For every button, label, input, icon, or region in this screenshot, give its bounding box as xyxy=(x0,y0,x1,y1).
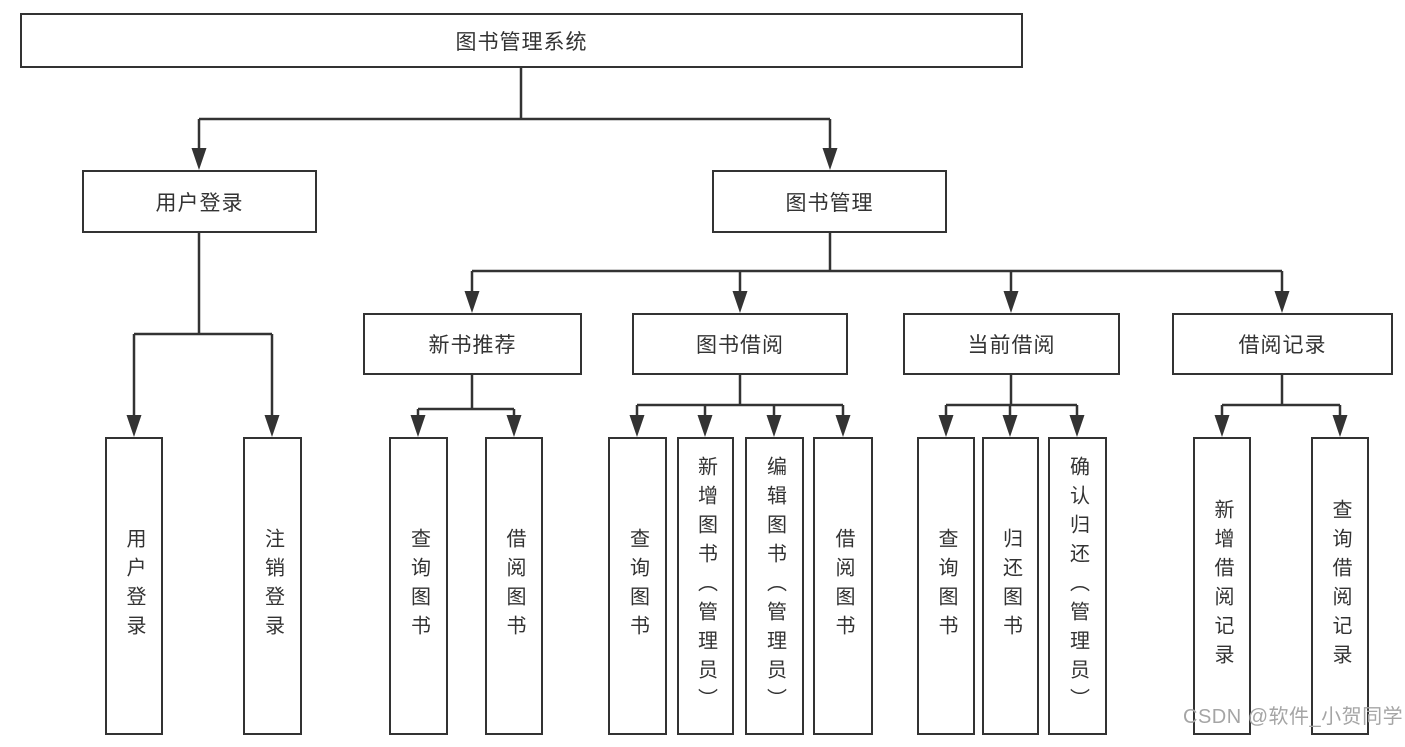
leaf-records-add-record-label: 新增借阅记录 xyxy=(1211,499,1233,673)
leaf-borrow-query-books-label: 查询图书 xyxy=(626,528,649,644)
leaf-recommend-borrow-books-label: 借阅图书 xyxy=(503,528,525,644)
leaf-borrow-add-books-admin-label: 新增图书（管理员） xyxy=(694,455,717,717)
leaf-logout-label: 注销登录 xyxy=(261,528,284,644)
leaf-current-query-books-label: 查询图书 xyxy=(935,528,957,644)
leaf-recommend-borrow-books: 借阅图书 xyxy=(485,437,543,735)
node-user-login: 用户登录 xyxy=(82,170,317,233)
leaf-current-confirm-return-admin: 确认归还（管理员） xyxy=(1048,437,1107,735)
leaf-user-login: 用户登录 xyxy=(105,437,163,735)
leaf-borrow-add-books-admin: 新增图书（管理员） xyxy=(677,437,734,735)
node-book-management: 图书管理 xyxy=(712,170,947,233)
leaf-current-confirm-return-admin-label: 确认归还（管理员） xyxy=(1066,455,1089,717)
leaf-records-query-record-label: 查询借阅记录 xyxy=(1329,499,1351,673)
node-book-borrow: 图书借阅 xyxy=(632,313,848,375)
leaf-borrow-borrow-books-label: 借阅图书 xyxy=(832,528,854,644)
leaf-current-return-books-label: 归还图书 xyxy=(999,528,1022,644)
leaf-user-login-label: 用户登录 xyxy=(123,528,145,644)
leaf-current-return-books: 归还图书 xyxy=(982,437,1039,735)
node-current-borrow: 当前借阅 xyxy=(903,313,1120,375)
node-borrow-records: 借阅记录 xyxy=(1172,313,1393,375)
leaf-logout: 注销登录 xyxy=(243,437,302,735)
leaf-records-add-record: 新增借阅记录 xyxy=(1193,437,1251,735)
node-new-book-recommend: 新书推荐 xyxy=(363,313,582,375)
leaf-borrow-borrow-books: 借阅图书 xyxy=(813,437,873,735)
node-root-system: 图书管理系统 xyxy=(20,13,1023,68)
leaf-borrow-edit-books-admin: 编辑图书（管理员） xyxy=(745,437,804,735)
leaf-current-query-books: 查询图书 xyxy=(917,437,975,735)
leaf-borrow-edit-books-admin-label: 编辑图书（管理员） xyxy=(763,455,786,717)
csdn-watermark: CSDN @软件_小贺同学 xyxy=(1183,706,1404,728)
leaf-records-query-record: 查询借阅记录 xyxy=(1311,437,1369,735)
leaf-recommend-query-books-label: 查询图书 xyxy=(407,528,430,644)
leaf-recommend-query-books: 查询图书 xyxy=(389,437,448,735)
leaf-borrow-query-books: 查询图书 xyxy=(608,437,667,735)
